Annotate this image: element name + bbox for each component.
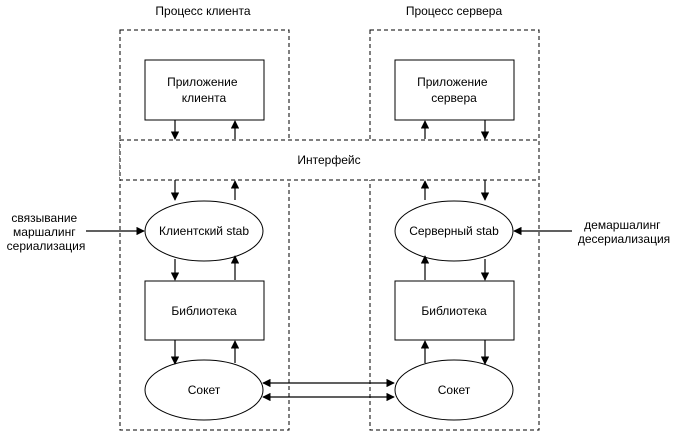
client-process-title: Процесс клиента (155, 4, 250, 18)
client-process-boundary (119, 29, 290, 431)
client-stub-ellipse (144, 200, 264, 262)
client-library-label: Библиотека (171, 304, 237, 318)
server-arrows (420, 120, 490, 365)
server-socket-ellipse (394, 359, 514, 421)
server-side-note: демаршалинг десериализация (578, 218, 670, 246)
server-stub-ellipse (394, 200, 514, 262)
server-library-box (394, 280, 515, 341)
server-socket-label: Сокет (438, 383, 471, 397)
client-application-label: Приложение клиента (167, 75, 241, 105)
client-arrows (170, 120, 240, 365)
interface-band (119, 139, 540, 181)
socket-connection-arrows (262, 378, 395, 402)
interface-label: Интерфейс (297, 153, 360, 167)
client-application-box (144, 59, 265, 121)
server-application-box (394, 59, 515, 121)
client-side-note: связывание маршалинг сериализация (7, 211, 86, 253)
server-library-label: Библиотека (421, 304, 487, 318)
server-stub-label: Серверный stab (409, 224, 499, 238)
client-socket-label: Сокет (188, 383, 221, 397)
client-socket-ellipse (144, 359, 264, 421)
client-library-box (144, 280, 265, 341)
client-stub-label: Клиентский stab (159, 224, 249, 238)
server-application-label: Приложение сервера (417, 75, 491, 105)
server-process-title: Процесс сервера (406, 4, 503, 18)
server-process-boundary (369, 29, 540, 431)
